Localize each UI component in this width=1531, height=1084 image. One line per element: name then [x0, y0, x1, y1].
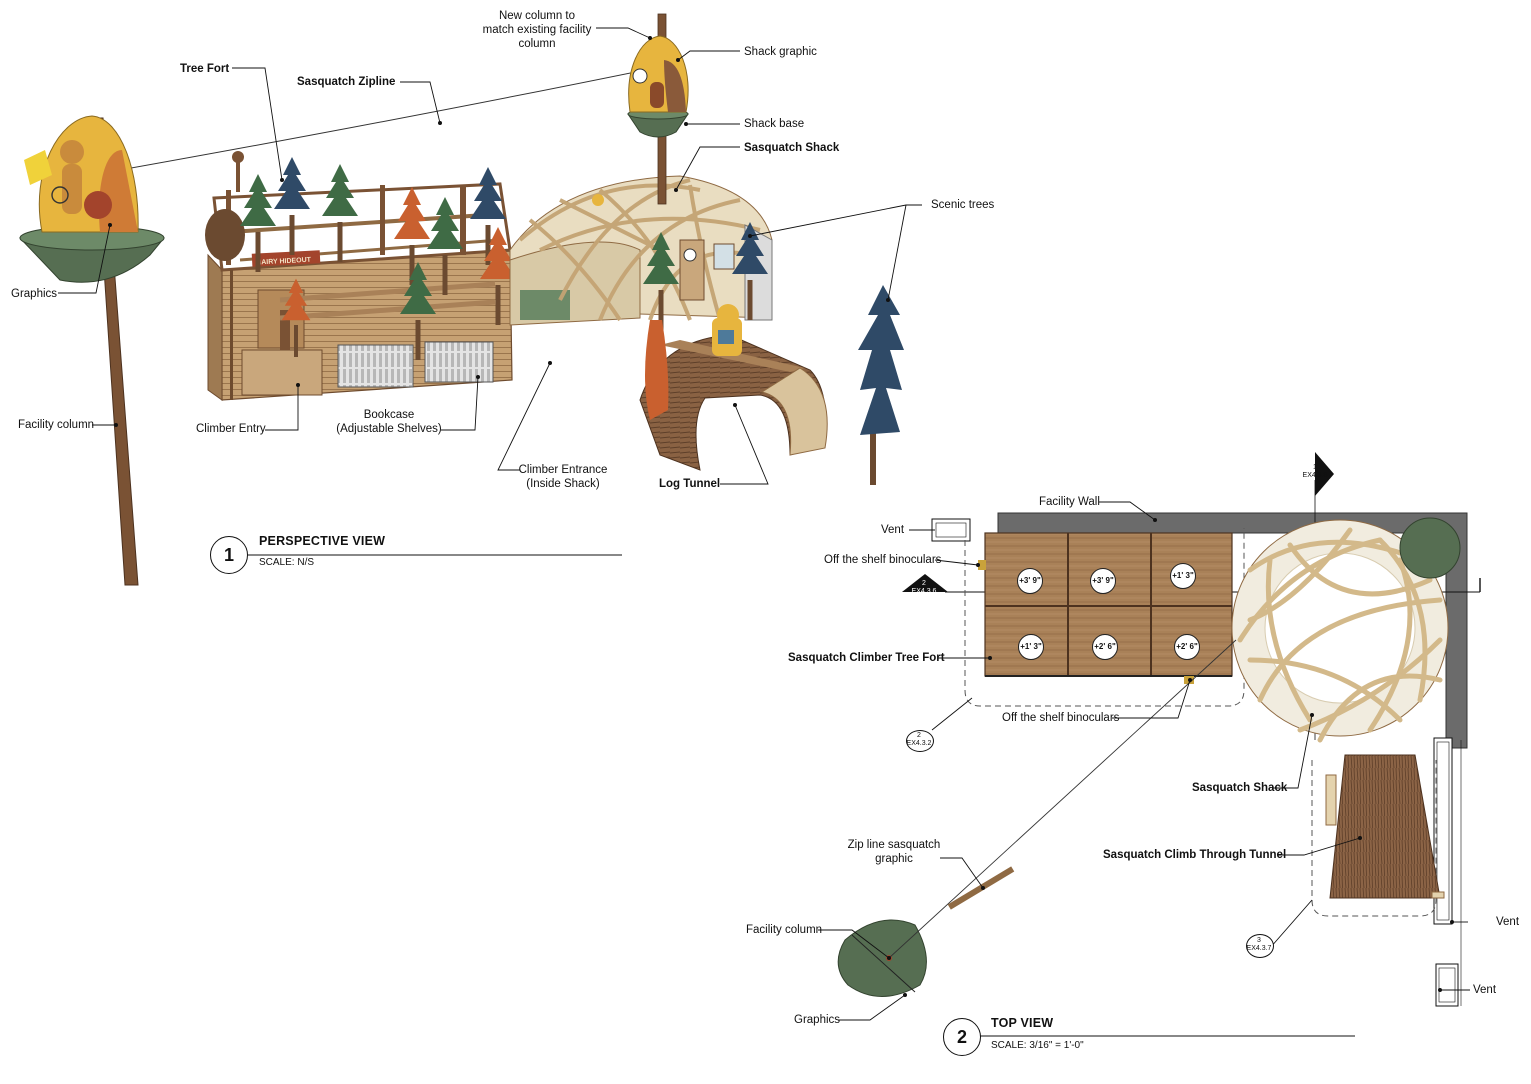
deck-height-5: +2' 6": [1092, 634, 1118, 660]
section-marker-flag: [902, 574, 948, 592]
section-tag-4-circle: [1246, 934, 1274, 958]
label-new-column: New column to match existing facility co…: [482, 10, 592, 50]
section-tag-3-circle: [906, 730, 934, 752]
label-graphics: Graphics: [11, 288, 58, 300]
label-scenic-trees: Scenic trees: [931, 199, 995, 211]
label-facility-column: Facility column: [18, 419, 95, 431]
label-vent-3: Vent: [1473, 984, 1497, 996]
label-facility-column-plan: Facility column: [746, 924, 823, 936]
label-vent-1: Vent: [881, 524, 905, 536]
label-bookcase: Bookcase (Adjustable Shelves): [336, 409, 442, 435]
view-scale-perspective: SCALE: N/S: [259, 557, 315, 568]
bookcase-right: [424, 341, 494, 383]
sasquatch-shack-plan: [1231, 517, 1461, 743]
view-title-top: TOP VIEW: [991, 1016, 1054, 1030]
view-number-perspective: 1: [210, 536, 248, 574]
label-binoculars-1: Off the shelf binoculars: [824, 554, 942, 566]
tunnel-plan: [1329, 754, 1441, 899]
sasquatch-shack-dome: [509, 175, 773, 326]
vent-bottom: [1435, 963, 1459, 1007]
label-shack-base: Shack base: [744, 118, 805, 130]
label-vent-2: Vent: [1496, 916, 1520, 928]
view-scale-top: SCALE: 3/16" = 1'-0": [991, 1040, 1084, 1051]
label-climber-entry: Climber Entry: [196, 423, 266, 435]
deck-height-6: +2' 6": [1174, 634, 1200, 660]
scenic-tree-trunk: [870, 420, 876, 485]
deck-height-1: +3' 9": [1017, 568, 1043, 594]
label-log-tunnel: Log Tunnel: [659, 478, 721, 490]
section-marker-flag: [1315, 452, 1334, 496]
label-tree-fort-plan: Sasquatch Climber Tree Fort: [788, 652, 945, 664]
deck-height-4: +1' 3": [1018, 634, 1044, 660]
label-graphics-plan: Graphics: [794, 1014, 841, 1026]
label-sasquatch-zipline: Sasquatch Zipline: [297, 76, 396, 88]
label-sasquatch-shack-plan: Sasquatch Shack: [1192, 782, 1288, 794]
label-tunnel: Sasquatch Climb Through Tunnel: [1103, 849, 1287, 861]
label-binoculars-2: Off the shelf binoculars: [1002, 712, 1120, 724]
pine-tree-1: [274, 157, 310, 255]
binoculars-icon: [978, 560, 986, 570]
label-shack-graphic: Shack graphic: [744, 46, 817, 58]
vent-right: [1433, 737, 1453, 925]
facility-column-plan: [837, 919, 927, 997]
vent-top: [931, 518, 971, 542]
scenic-tree: [858, 285, 904, 435]
sasquatch-figure-fort: [205, 209, 245, 261]
deck-height-3: +1' 3": [1170, 563, 1196, 589]
view-number-top: 2: [943, 1018, 981, 1056]
label-tree-fort: Tree Fort: [180, 63, 230, 75]
label-climber-entrance: Climber Entrance (Inside Shack): [518, 464, 608, 490]
deck-height-2: +3' 9": [1090, 568, 1116, 594]
label-zipline-graphic: Zip line sasquatch graphic: [847, 839, 941, 865]
label-sasquatch-shack: Sasquatch Shack: [744, 142, 840, 154]
bookcase-left: [337, 344, 414, 388]
label-facility-wall: Facility Wall: [1039, 496, 1100, 508]
view-title-perspective: PERSPECTIVE VIEW: [259, 534, 386, 548]
fort-sign: HAIRY HIDEOUT: [256, 257, 312, 267]
